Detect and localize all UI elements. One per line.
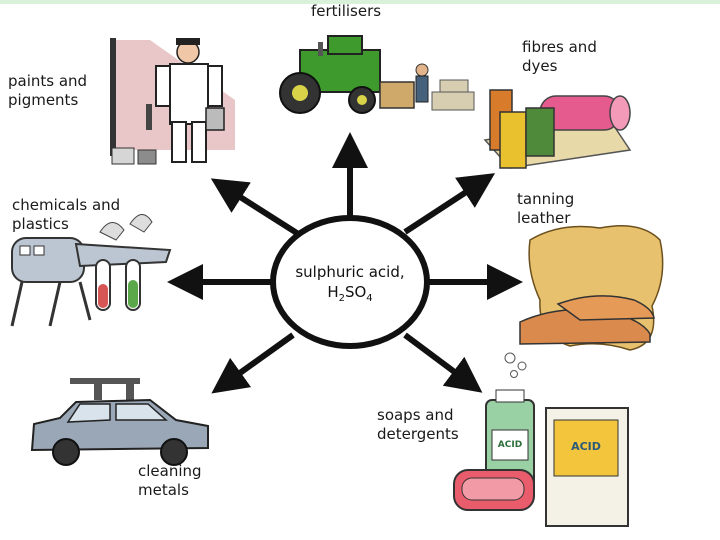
label-tanning-line1: tanning [517, 190, 575, 208]
label-cleaning-metals: cleaning metals [138, 462, 202, 500]
label-tanning-line2: leather [517, 209, 571, 227]
label-soaps-detergents: soaps and detergents [377, 406, 459, 444]
leather-illustration [519, 225, 664, 351]
box-brand-text: ACID [571, 440, 601, 453]
label-chemicals-line2: plastics [12, 215, 69, 233]
label-fertilisers: fertilisers [311, 2, 382, 20]
formula-o-subscript: 4 [366, 293, 373, 304]
soaps-illustration [453, 352, 629, 527]
chemicals-illustration [10, 214, 172, 327]
label-fibres-line1: fibres and [522, 38, 597, 56]
arrow-fibres-dyes [403, 173, 496, 235]
hub-formula: H2SO4 [270, 282, 430, 309]
label-soaps-line2: detergents [377, 425, 459, 443]
label-cleaning-line1: cleaning [138, 462, 202, 480]
label-paints-line1: paints and [8, 72, 88, 90]
arrow-soaps-detergents [403, 332, 483, 393]
label-cleaning-line2: metals [138, 481, 189, 499]
fibres-illustration [483, 89, 632, 169]
painter-illustration [110, 38, 235, 165]
bottle-label-text: ACID [497, 440, 523, 450]
label-fibres-line2: dyes [522, 57, 558, 75]
hub-label: sulphuric acid, H2SO4 [270, 262, 430, 309]
arrow-paints-pigments [210, 178, 302, 238]
hub-ellipse [270, 215, 430, 349]
label-paints-line2: pigments [8, 91, 79, 109]
hub-name: sulphuric acid, [295, 263, 405, 281]
formula-h-subscript: 2 [338, 293, 345, 304]
label-tanning-leather: tanning leather [517, 190, 574, 228]
label-chemicals-plastics: chemicals and plastics [12, 196, 120, 234]
top-color-strip [0, 0, 720, 4]
label-fibres-dyes: fibres and dyes [522, 38, 597, 76]
label-soaps-line1: soaps and [377, 406, 454, 424]
label-paints-pigments: paints and pigments [8, 72, 87, 110]
label-chemicals-line1: chemicals and [12, 196, 121, 214]
tractor-illustration [279, 35, 475, 114]
formula-h: H [327, 283, 339, 301]
car-illustration [30, 378, 209, 466]
formula-so: SO [344, 283, 367, 301]
arrow-cleaning-metals [211, 332, 295, 394]
